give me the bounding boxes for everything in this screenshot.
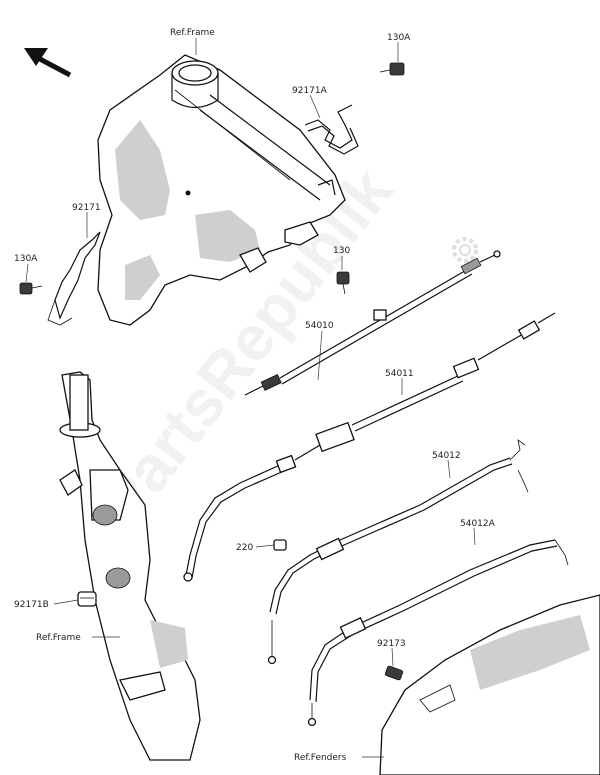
cable-54012a [307, 539, 569, 727]
part-220 [273, 539, 287, 551]
cable-54010 [244, 250, 501, 396]
clamp-92171 [47, 231, 101, 326]
cable-54011 [183, 312, 556, 582]
label-ref-fenders: Ref.Fenders [294, 753, 347, 763]
label-130a-top: 130A [387, 33, 411, 43]
label-220: 220 [236, 543, 253, 553]
leader-lines [25, 38, 476, 758]
label-54010: 54010 [305, 321, 334, 331]
gear-icon [452, 237, 478, 263]
label-54012a: 54012A [460, 519, 496, 529]
part-92173 [384, 665, 404, 681]
callout-labels: Ref.Frame 130A 92171A 92171 130A 130 540… [14, 28, 496, 763]
label-130a-left: 130A [14, 254, 38, 264]
label-130: 130 [333, 246, 350, 256]
frame-lower [59, 371, 201, 761]
clamp-92171a [304, 104, 359, 155]
bolt-130 [336, 271, 350, 295]
label-ref-frame-bottom: Ref.Frame [36, 633, 81, 643]
label-92171b: 92171B [14, 600, 49, 610]
label-92173: 92173 [377, 639, 406, 649]
label-92171: 92171 [72, 203, 101, 213]
frame-upper [97, 54, 346, 326]
bolt-130a-left [19, 282, 43, 295]
clamp-92171b [77, 591, 97, 607]
label-54012: 54012 [432, 451, 461, 461]
fender [379, 594, 600, 775]
front-direction-arrow-icon [24, 48, 72, 78]
cable-54012 [267, 439, 529, 665]
bolt-130a-top [379, 62, 405, 76]
label-92171a: 92171A [292, 86, 328, 96]
label-ref-frame-top: Ref.Frame [170, 28, 215, 38]
label-54011: 54011 [385, 369, 414, 379]
